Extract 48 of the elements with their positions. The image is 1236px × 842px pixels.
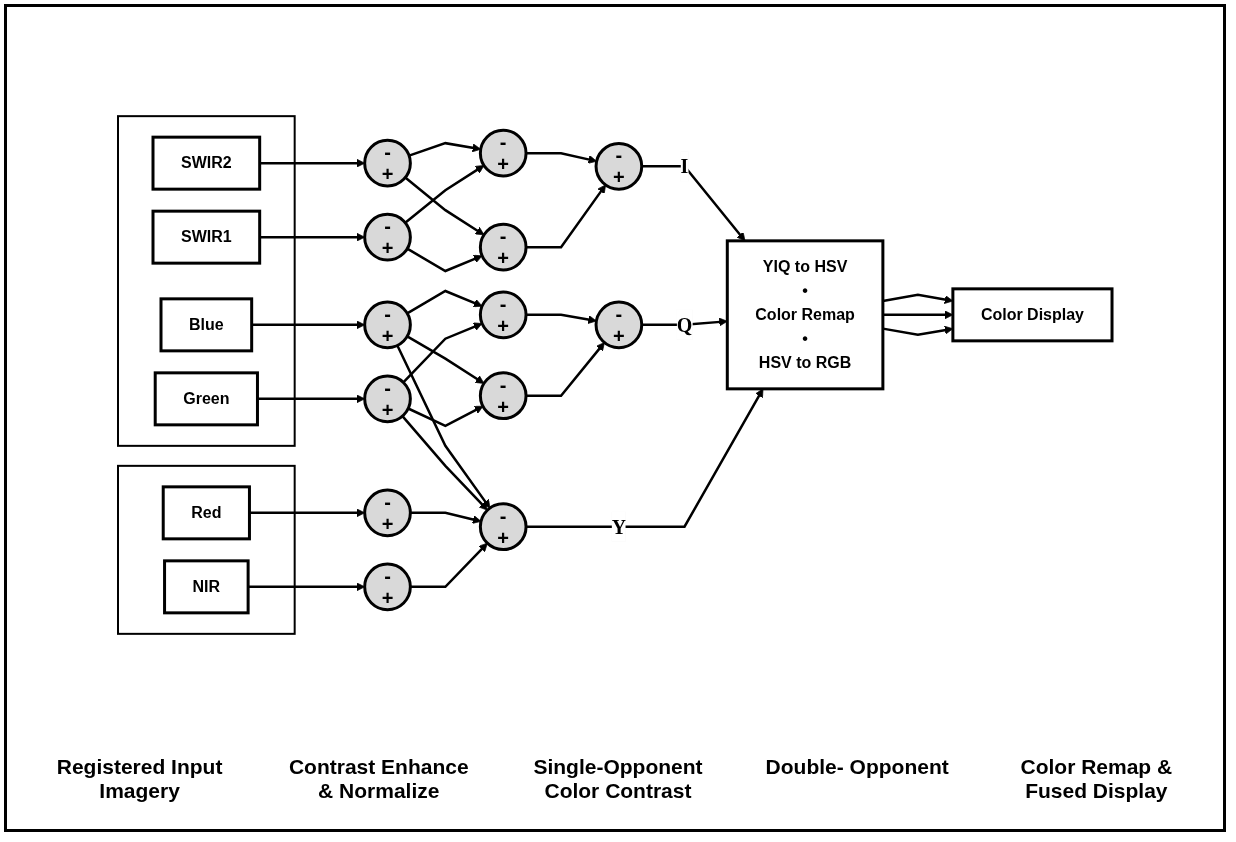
node-circle: - + bbox=[363, 212, 412, 262]
arrow bbox=[526, 151, 597, 164]
node-circle: - + bbox=[363, 562, 412, 612]
edge-label: I bbox=[680, 155, 689, 178]
node-circle: - + bbox=[363, 138, 412, 188]
column-caption: Double- Opponent bbox=[764, 755, 950, 780]
node-circle: - + bbox=[478, 371, 528, 421]
arrow bbox=[407, 405, 484, 428]
node-circle: - + bbox=[478, 222, 528, 272]
node-box: SWIR2 bbox=[151, 135, 262, 191]
arrow bbox=[406, 289, 483, 315]
arrow bbox=[401, 415, 488, 511]
arrow bbox=[408, 141, 482, 157]
arrow bbox=[404, 165, 485, 224]
node-box: Green bbox=[153, 371, 259, 427]
arrow bbox=[402, 322, 483, 384]
node-box: Red bbox=[161, 485, 251, 541]
column-caption: Single-Opponent Color Contrast bbox=[532, 755, 704, 803]
node-box: Color Display bbox=[951, 287, 1114, 343]
arrow bbox=[396, 344, 491, 509]
column-caption: Contrast Enhance & Normalize bbox=[287, 755, 470, 803]
arrow bbox=[406, 247, 483, 273]
node-circle: - + bbox=[478, 290, 528, 340]
node-box: Blue bbox=[159, 297, 254, 353]
arrow bbox=[526, 184, 606, 249]
arrow bbox=[406, 335, 485, 384]
node-box: YIQ to HSV • Color Remap • HSV to RGB bbox=[725, 239, 885, 391]
column-caption: Color Remap & Fused Display bbox=[1019, 755, 1174, 803]
arrow bbox=[410, 542, 488, 589]
node-circle: - + bbox=[478, 128, 528, 178]
column-caption: Registered Input Imagery bbox=[55, 755, 224, 803]
arrow bbox=[404, 176, 485, 236]
arrow bbox=[410, 511, 482, 524]
node-circle: - + bbox=[594, 141, 644, 191]
cluster bbox=[117, 464, 296, 635]
node-circle: - + bbox=[363, 488, 412, 538]
arrow bbox=[526, 388, 764, 528]
node-circle: - + bbox=[363, 300, 412, 350]
edge-label: Y bbox=[611, 515, 627, 538]
node-box: NIR bbox=[163, 559, 250, 615]
arrow bbox=[526, 313, 597, 324]
cluster bbox=[117, 115, 296, 447]
node-box: SWIR1 bbox=[151, 209, 262, 265]
node-circle: - + bbox=[594, 300, 644, 350]
node-circle: - + bbox=[478, 502, 528, 552]
arrow bbox=[526, 342, 605, 397]
node-circle: - + bbox=[363, 374, 412, 424]
edge-label: Q bbox=[676, 313, 693, 336]
